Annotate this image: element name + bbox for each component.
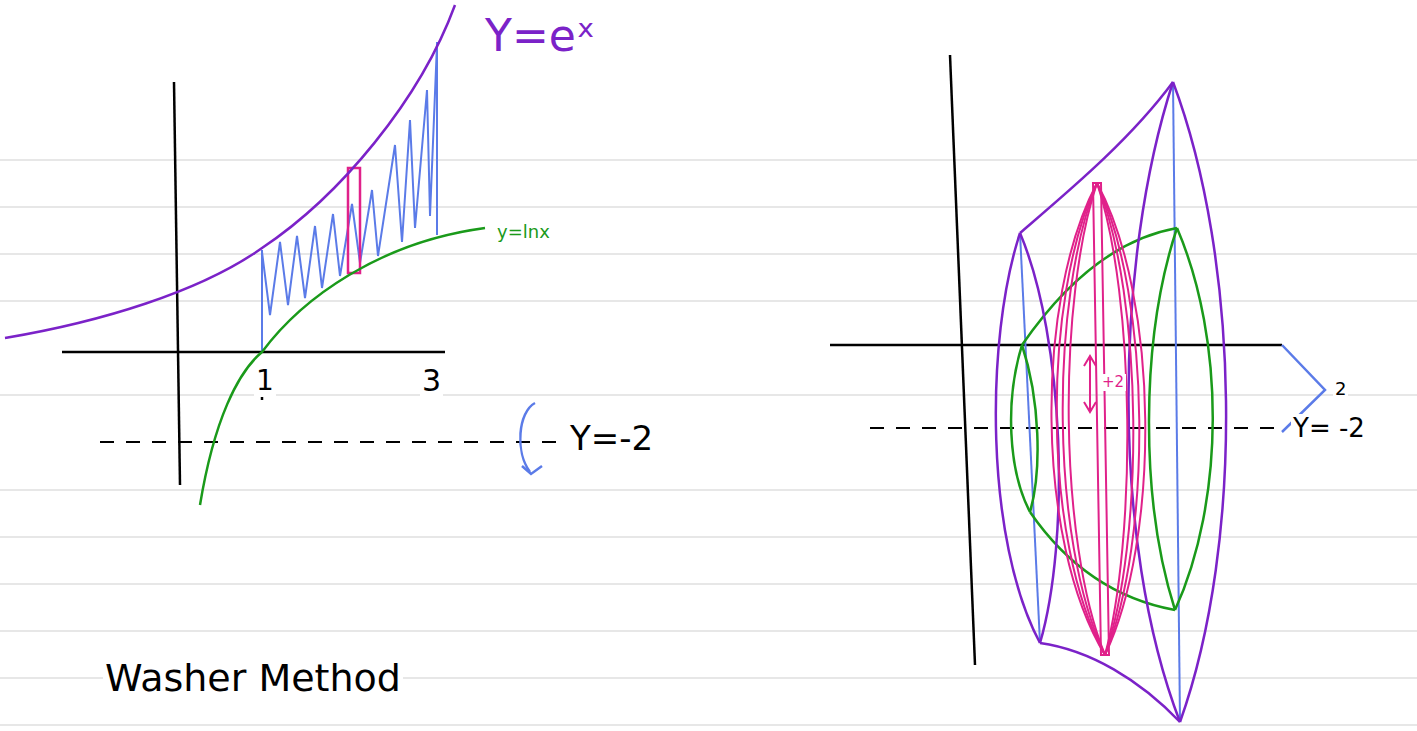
tick-label: 3 <box>420 364 443 397</box>
axis-line-label: Y= -2 <box>1291 414 1367 443</box>
left-axes <box>62 82 560 485</box>
outer-solid <box>996 82 1226 722</box>
curve-label: y=lnx <box>495 222 552 242</box>
axis-line-label: Y=-2 <box>568 420 655 457</box>
sample-washer-rect <box>348 168 360 273</box>
solid-radii <box>1020 82 1180 722</box>
rotation-arrowhead <box>522 466 542 474</box>
distance-label: 2 <box>1333 379 1348 399</box>
radius-label: +2 <box>1100 374 1126 391</box>
exp-curve <box>5 5 455 338</box>
inner-solid <box>1011 228 1213 610</box>
ln-curve <box>200 228 485 505</box>
sample-washer <box>1051 183 1145 655</box>
rotation-arrow <box>520 403 535 472</box>
tick-label: 1 <box>254 366 276 397</box>
shaded-region <box>262 42 437 352</box>
curve-label: Y=eˣ <box>483 12 597 60</box>
method-title: Washer Method <box>103 658 403 700</box>
